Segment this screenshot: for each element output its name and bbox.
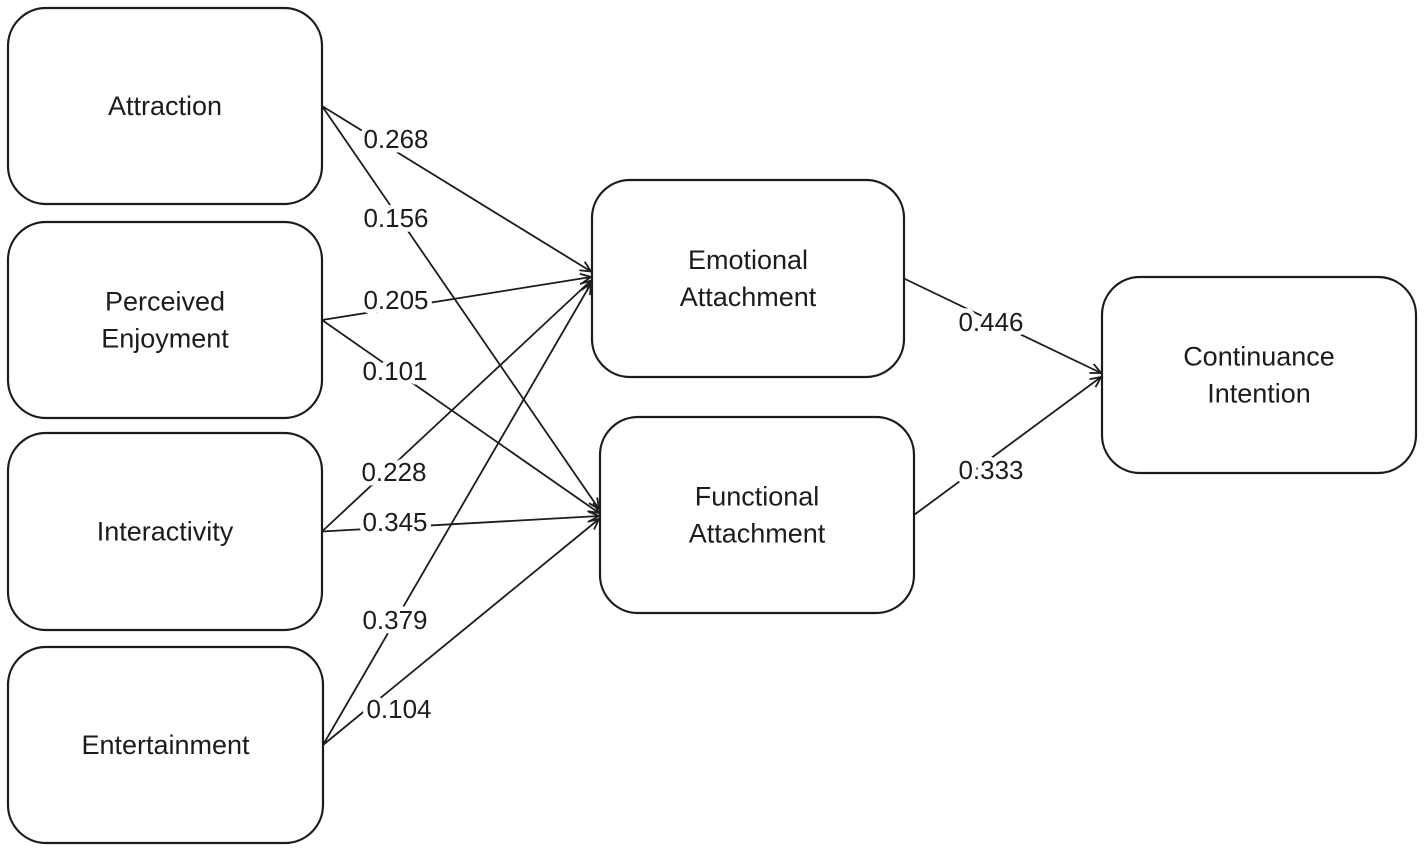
edge-entertainment-to-functional-attachment [322, 517, 601, 746]
node-label-attraction-line1: Attraction [108, 91, 222, 121]
coefficient-entertainment-to-functional-attachment: 0.104 [366, 694, 431, 724]
node-label-functional-attachment-line2: Attachment [689, 519, 826, 549]
coefficient-perceived-enjoyment-to-functional-attachment: 0.101 [362, 356, 427, 386]
node-box-attraction [6, 6, 324, 206]
edge-functional-attachment-to-continuance-intention [913, 375, 1103, 516]
node-entertainment: Entertainment [6, 645, 325, 845]
edge-interactivity-to-emotional-attachment [321, 279, 593, 533]
node-box-functional-attachment [598, 415, 916, 615]
coefficient-interactivity-to-functional-attachment: 0.345 [362, 507, 427, 537]
edge-labels-layer: 0.268 0.156 0.205 0.101 0.228 0.345 0.379 0.104… [357, 120, 1028, 729]
edge-perceived-enjoyment-to-emotional-attachment [321, 272, 594, 321]
coefficient-emotional-attachment-to-continuance-intention: 0.446 [958, 307, 1023, 337]
coefficient-attraction-to-functional-attachment: 0.156 [363, 203, 428, 233]
node-label-emotional-attachment-line2: Attachment [680, 282, 817, 312]
coefficient-attraction-to-emotional-attachment: 0.268 [363, 124, 428, 154]
node-label-continuance-intention-line1: Continuance [1183, 342, 1335, 372]
edge-emotional-attachment-to-continuance-intention [903, 277, 1103, 374]
node-label-interactivity-line1: Interactivity [97, 517, 234, 547]
coefficient-perceived-enjoyment-to-emotional-attachment: 0.205 [363, 285, 428, 315]
node-box-interactivity [6, 431, 324, 632]
node-box-continuance-intention [1100, 275, 1418, 475]
edge-perceived-enjoyment-to-functional-attachment [321, 319, 601, 515]
node-interactivity: Interactivity [6, 431, 324, 632]
node-label-emotional-attachment-line1: Emotional [688, 245, 808, 275]
coefficient-functional-attachment-to-continuance-intention: 0.333 [958, 455, 1023, 485]
edge-interactivity-to-functional-attachment [321, 510, 602, 533]
coefficient-entertainment-to-emotional-attachment: 0.379 [362, 605, 427, 635]
node-label-perceived-enjoyment-line1: Perceived [105, 287, 225, 317]
node-label-entertainment-line1: Entertainment [81, 730, 250, 760]
node-box-perceived-enjoyment [6, 220, 324, 420]
edges-layer [321, 105, 1103, 746]
coefficient-interactivity-to-emotional-attachment: 0.228 [361, 457, 426, 487]
node-box-entertainment [6, 645, 325, 845]
node-attraction: Attraction [6, 6, 324, 206]
edge-attraction-to-functional-attachment [321, 105, 601, 511]
node-label-continuance-intention-line2: Intention [1207, 379, 1311, 409]
node-label-functional-attachment-line1: Functional [695, 482, 820, 512]
node-label-perceived-enjoyment-line2: Enjoyment [101, 324, 229, 354]
edge-entertainment-to-emotional-attachment [322, 281, 593, 746]
edge-attraction-to-emotional-attachment [321, 105, 593, 273]
nodes-layer: AttractionPerceivedEnjoymentInteractivit… [6, 6, 1418, 845]
node-box-emotional-attachment [590, 178, 906, 379]
